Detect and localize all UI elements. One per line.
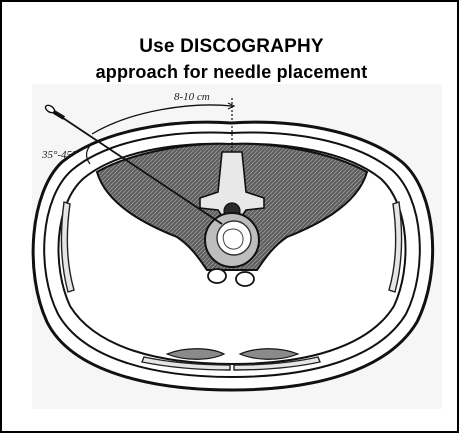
aorta — [208, 269, 226, 283]
disc-nucleus — [223, 229, 243, 249]
angle-label: 35°-45° — [41, 149, 77, 161]
inferior-vena-cava — [236, 272, 254, 286]
distance-label: 8-10 cm — [174, 91, 210, 103]
